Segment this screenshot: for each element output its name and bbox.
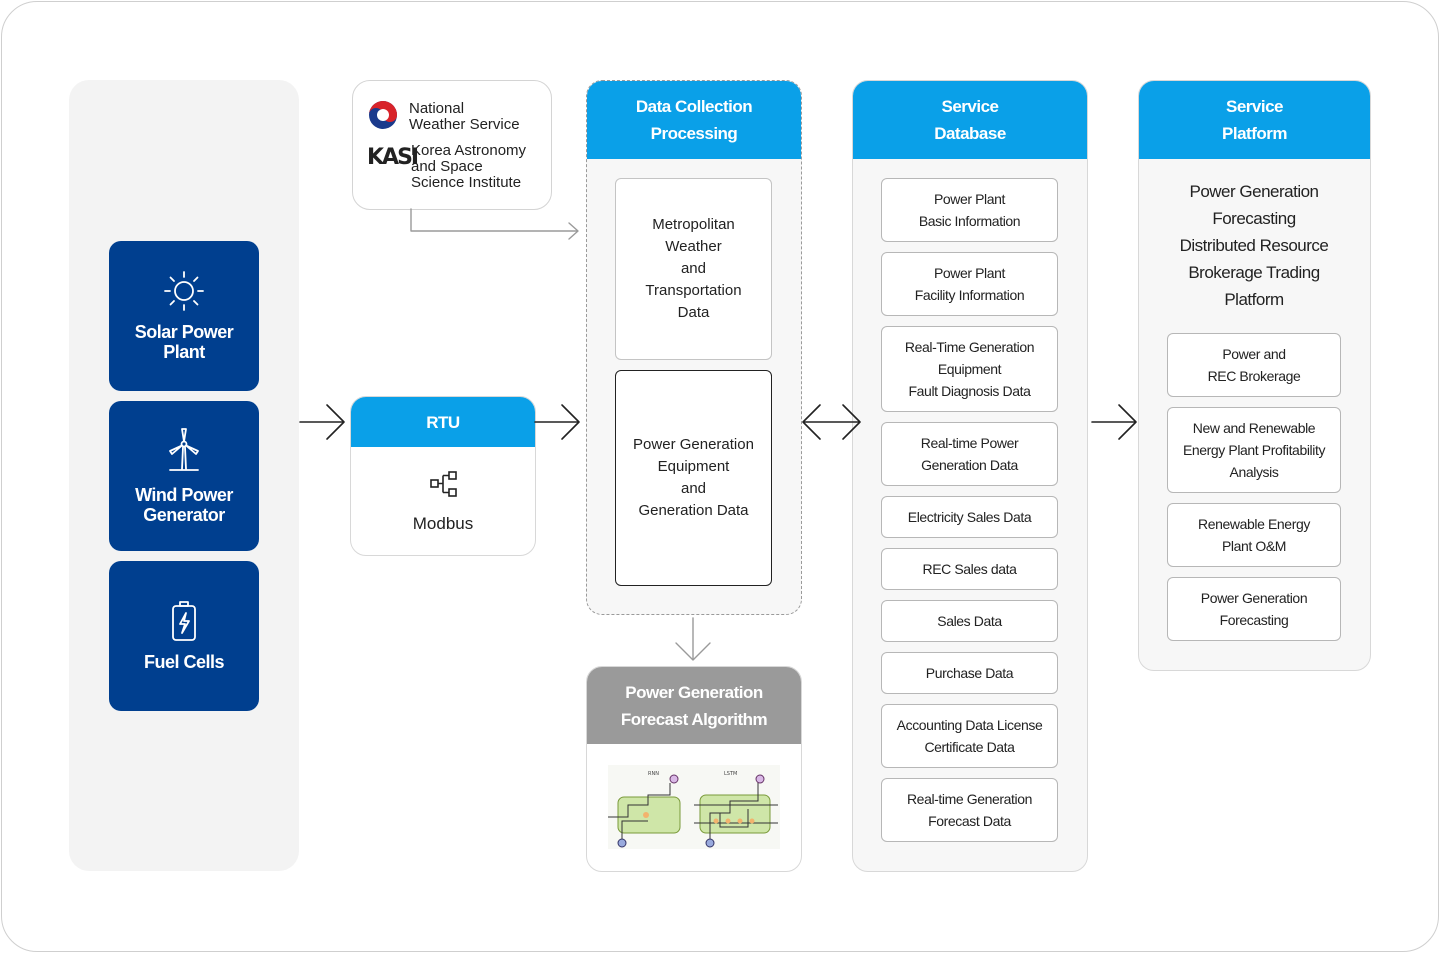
rtu-protocol-label: Modbus	[412, 514, 474, 533]
external-providers-card: National Weather Service KASI Korea Astr…	[352, 80, 552, 210]
db-item: Real-time Power Generation Data	[881, 422, 1058, 486]
db-item: Power Plant Basic Information	[881, 178, 1058, 242]
forecast-title: Power Generation Forecast Algorithm	[587, 667, 801, 744]
source-fuelcell-label: Fuel Cells	[143, 652, 225, 672]
kasi-label: Korea Astronomy and Space Science Instit…	[411, 142, 527, 191]
nws-label: National Weather Service	[409, 100, 520, 133]
platform-item: Power and REC Brokerage	[1167, 333, 1341, 397]
dc-item-weather: Metropolitan Weather and Transportation …	[615, 178, 772, 360]
dc-item-generation: Power Generation Equipment and Generatio…	[615, 370, 772, 586]
lstm-label: LSTM	[724, 771, 737, 777]
arrow-db-to-platform	[1091, 404, 1137, 440]
db-item: Sales Data	[881, 600, 1058, 642]
kasi-logo: KASI	[367, 145, 419, 170]
platform-item: New and Renewable Energy Plant Profitabi…	[1167, 407, 1341, 493]
service-db-title: Service Database	[853, 81, 1087, 159]
wind-turbine-icon	[169, 428, 199, 471]
data-collection-title: Data Collection Processing	[587, 81, 801, 159]
network-nodes-icon	[430, 471, 457, 497]
source-solar-card: Solar Power Plant	[109, 241, 259, 391]
service-platform-title: Service Platform	[1139, 81, 1370, 159]
db-item: Purchase Data	[881, 652, 1058, 694]
arrow-providers-to-collection	[410, 208, 579, 240]
db-item: Real-Time Generation Equipment Fault Dia…	[881, 326, 1058, 412]
source-fuelcell-card: Fuel Cells	[109, 561, 259, 711]
rtu-box: RTU Modbus	[350, 396, 536, 556]
arrow-collection-to-forecast	[675, 617, 711, 661]
battery-icon	[172, 601, 196, 641]
source-solar-label: Solar Power Plant	[134, 322, 234, 362]
arrow-sources-to-rtu	[299, 404, 345, 440]
db-item: Accounting Data License Certificate Data	[881, 704, 1058, 768]
platform-item: Power Generation Forecasting	[1167, 577, 1341, 641]
db-item: Real-time Generation Forecast Data	[881, 778, 1058, 842]
rnn-label: RNN	[648, 771, 659, 777]
db-item: Power Plant Facility Information	[881, 252, 1058, 316]
arrow-rtu-to-collection	[534, 404, 580, 440]
platform-item: Renewable Energy Plant O&M	[1167, 503, 1341, 567]
sun-icon	[164, 271, 204, 311]
rtu-title: RTU	[351, 397, 535, 447]
db-item: Electricity Sales Data	[881, 496, 1058, 538]
source-wind-label: Wind Power Generator	[135, 485, 233, 525]
rnn-lstm-illustration: RNN LSTM	[608, 765, 780, 849]
arrow-collection-db-bidirectional	[802, 404, 861, 440]
korea-taeguk-icon	[369, 101, 397, 129]
db-item: REC Sales data	[881, 548, 1058, 590]
platform-subtitle: Power Generation Forecasting Distributed…	[1179, 182, 1329, 309]
source-wind-card: Wind Power Generator	[109, 401, 259, 551]
